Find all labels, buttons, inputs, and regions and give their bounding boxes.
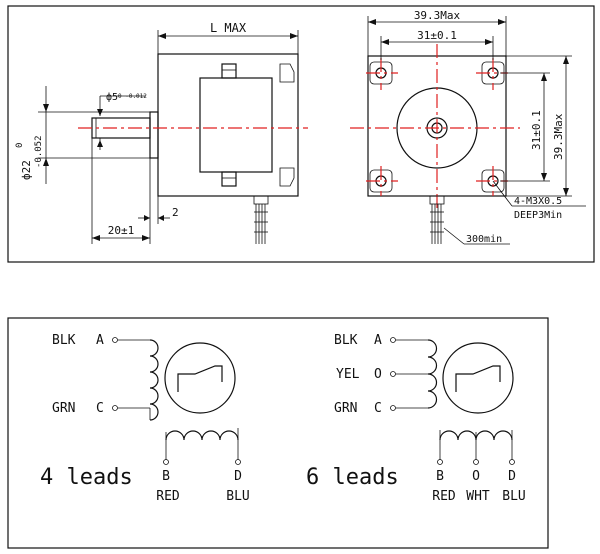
vertical-hole-spacing-label: 31±0.1 bbox=[530, 110, 543, 150]
four-lead-diagram: BLK A GRN C B D RED BLU 4 leads bbox=[40, 333, 250, 504]
wiring-frame bbox=[7, 317, 549, 549]
six-lead-wire-3-terminal: C bbox=[374, 401, 382, 416]
four-lead-title: 4 leads bbox=[40, 465, 133, 490]
six-lead-diagram: BLK A YEL O GRN C B O D RED WHT BLU 6 le… bbox=[306, 333, 526, 504]
six-lead-wire-2-color: YEL bbox=[336, 367, 360, 382]
side-lead-wires bbox=[253, 195, 269, 244]
four-lead-wire-2-terminal: C bbox=[96, 401, 104, 416]
four-lead-color-red: RED bbox=[156, 489, 180, 504]
four-lead-wire-1-color: BLK bbox=[52, 333, 76, 348]
lead-length-label: 300min bbox=[466, 234, 502, 245]
flange-boss bbox=[149, 111, 159, 159]
four-lead-rotor-symbol bbox=[164, 342, 236, 414]
six-lead-wire-1-terminal: A bbox=[374, 333, 382, 348]
shaft-diameter-tol: 0 -0.012 bbox=[118, 93, 147, 100]
four-lead-color-blu: BLU bbox=[226, 489, 249, 504]
l-max-label: L MAX bbox=[210, 21, 247, 35]
four-lead-terminal-d: D bbox=[234, 469, 242, 484]
stator-slot-top bbox=[221, 63, 237, 79]
hole-spacing-label: 31±0.1 bbox=[417, 29, 457, 42]
six-lead-color-red: RED bbox=[432, 489, 456, 504]
motor-body bbox=[157, 53, 299, 197]
boss-diameter-label: ф22 bbox=[20, 160, 33, 180]
motor-window bbox=[199, 77, 273, 173]
end-cap-top bbox=[279, 63, 295, 83]
shaft-diameter-label: ф5 bbox=[106, 91, 118, 103]
six-lead-wire-3-color: GRN bbox=[334, 401, 357, 416]
end-cap-bottom bbox=[279, 167, 295, 187]
side-view: L MAX ф22 0 -0.052 ф5 0 -0.012 20±1 2 bbox=[15, 21, 308, 244]
six-lead-terminal-o: O bbox=[472, 469, 480, 484]
four-lead-wire-1-terminal: A bbox=[96, 333, 104, 348]
shaft-length-label: 20±1 bbox=[108, 224, 135, 237]
front-view: 300min 39.3Max 31±0.1 31±0.1 39.3Max 4-M… bbox=[350, 9, 586, 245]
six-lead-color-wht: WHT bbox=[466, 489, 490, 504]
six-lead-coil-vertical bbox=[427, 339, 438, 409]
stator-slot-bottom bbox=[221, 171, 237, 187]
six-lead-rotor-symbol bbox=[442, 342, 514, 414]
four-lead-terminal-b: B bbox=[162, 469, 170, 484]
four-lead-coil-horizontal bbox=[165, 430, 239, 441]
four-lead-wire-2-color: GRN bbox=[52, 401, 75, 416]
six-lead-title: 6 leads bbox=[306, 465, 399, 490]
boss-tol-lower: -0.052 bbox=[34, 135, 44, 168]
flange-thickness-label: 2 bbox=[172, 206, 179, 219]
six-lead-terminal-b: B bbox=[436, 469, 444, 484]
front-lead-wires bbox=[429, 195, 445, 244]
six-lead-terminal-d: D bbox=[508, 469, 516, 484]
four-lead-coil-vertical bbox=[149, 339, 159, 421]
overall-width-label: 39.3Max bbox=[414, 9, 461, 22]
drawing-frame bbox=[7, 5, 595, 263]
six-lead-wire-2-terminal: O bbox=[374, 367, 382, 382]
six-lead-color-blu: BLU bbox=[502, 489, 525, 504]
boss-tol-upper: 0 bbox=[15, 143, 25, 148]
six-lead-wire-1-color: BLK bbox=[334, 333, 358, 348]
thread-depth-label: DEEP3Min bbox=[514, 210, 562, 221]
vertical-overall-label: 39.3Max bbox=[552, 113, 565, 160]
thread-callout-label: 4-M3X0.5 bbox=[514, 196, 562, 207]
